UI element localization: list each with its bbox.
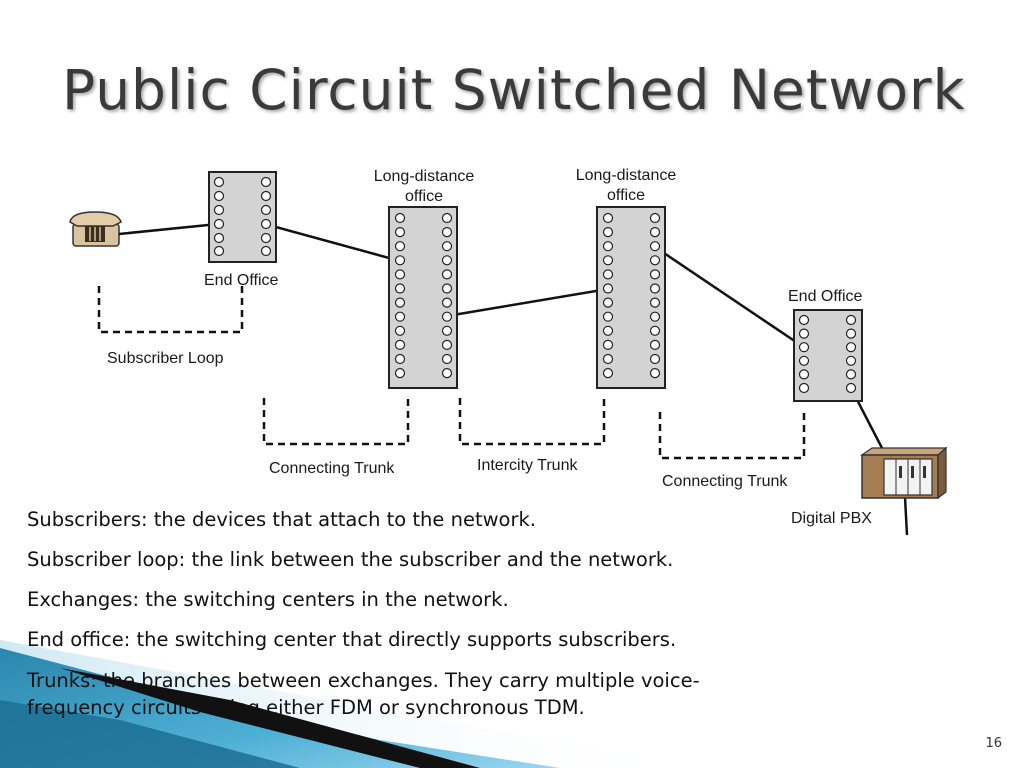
long-distance-office-2-port <box>649 255 661 266</box>
long-distance-office-1-port <box>394 241 406 252</box>
subscriber-loop-label: Subscriber Loop <box>107 350 224 367</box>
long-distance-office-1-port <box>441 212 453 224</box>
long-distance-office-2-label-sub: office <box>607 187 645 204</box>
long-distance-office-2-port <box>649 339 661 350</box>
long-distance-office-2-port <box>602 353 614 365</box>
long-distance-office-2-port <box>649 269 661 280</box>
long-distance-office-2-port <box>649 283 661 294</box>
end-office-right-port <box>798 342 810 353</box>
connecting-trunk-left-label: Connecting Trunk <box>269 460 395 477</box>
long-distance-office-2-port <box>602 311 614 322</box>
long-distance-office-2-port <box>649 227 661 238</box>
bullet-item: Trunks: the branches between exchanges. … <box>27 669 700 719</box>
long-distance-office-2-port <box>602 339 614 350</box>
intercity-trunk-label: Intercity Trunk <box>477 457 578 474</box>
corner-black-stripe <box>60 668 480 768</box>
bullet-item: End office: the switching center that di… <box>27 628 677 651</box>
connecting-trunk-right-label: Connecting Trunk <box>662 473 788 490</box>
long-distance-office-2-port <box>602 368 614 379</box>
end-office-right-port <box>845 355 857 366</box>
long-distance-office-1-label-sub: office <box>405 188 443 205</box>
bullet-list: Subscribers: the devices that attach to … <box>27 507 817 736</box>
long-distance-office-1-port <box>441 339 453 350</box>
end-office-right-port <box>845 342 857 353</box>
intercity-trunk-bracket <box>458 398 606 446</box>
end-office-left-label: End Office <box>204 272 279 289</box>
long-distance-office-1-port <box>441 241 453 252</box>
telephone-icon <box>69 211 122 247</box>
long-distance-office-2-port <box>602 255 614 266</box>
connecting-trunk-right-bracket <box>658 412 806 460</box>
long-distance-office-2-port <box>602 269 614 280</box>
long-distance-office-1-port <box>441 368 453 379</box>
long-distance-office-1-port <box>394 353 406 365</box>
long-distance-office-1-port <box>394 368 406 379</box>
end-office-right-port <box>798 328 810 339</box>
end-office-right-label: End Office <box>788 288 863 305</box>
pbx-cabinet-icon <box>860 446 948 500</box>
long-distance-office-2-port <box>649 353 661 365</box>
long-distance-office-1-port <box>394 269 406 280</box>
corner-dark-band <box>0 700 300 768</box>
long-distance-office-2-port <box>649 325 661 336</box>
end-office-right-port <box>798 355 810 366</box>
end-office-right-port <box>845 328 857 339</box>
long-distance-office-1-port <box>441 311 453 322</box>
end-office-right-port <box>845 382 857 394</box>
long-distance-office-2-port <box>602 212 614 224</box>
connecting-trunk-left-bracket <box>262 398 410 446</box>
long-distance-office-1-port <box>441 255 453 266</box>
long-distance-office-2-port <box>649 297 661 308</box>
subscriber-loop-bracket <box>97 286 244 334</box>
long-distance-office-1-port <box>394 255 406 266</box>
long-distance-office-2-port <box>649 311 661 322</box>
long-distance-office-1-switch <box>388 206 458 389</box>
long-distance-office-1-port <box>394 283 406 294</box>
end-office-right-port <box>798 369 810 380</box>
long-distance-office-1-port <box>441 269 453 280</box>
long-distance-office-2-port <box>649 241 661 252</box>
digital-pbx-label: Digital PBX <box>791 510 872 527</box>
long-distance-office-1-port <box>441 283 453 294</box>
long-distance-office-2-port <box>649 212 661 224</box>
long-distance-office-1-port <box>394 297 406 308</box>
pbx-outgoing-line <box>903 496 909 536</box>
long-distance-office-1-port <box>441 353 453 365</box>
long-distance-office-2-port <box>602 283 614 294</box>
end-office-right-port <box>798 314 810 326</box>
slide-title: Public Circuit Switched Network <box>62 58 966 122</box>
bullet-item: Exchanges: the switching centers in the … <box>27 588 509 611</box>
long-distance-office-1-port <box>394 212 406 224</box>
long-distance-office-1-port <box>441 227 453 238</box>
long-distance-office-1-port <box>394 325 406 336</box>
long-distance-office-1-port <box>394 311 406 322</box>
end-office-right-port <box>845 369 857 380</box>
end-office-right-port <box>845 314 857 326</box>
bullet-item: Subscribers: the devices that attach to … <box>27 508 536 531</box>
long-distance-office-2-port <box>602 241 614 252</box>
bullet-item: Subscriber loop: the link between the su… <box>27 548 674 571</box>
page-number: 16 <box>985 736 1002 751</box>
long-distance-office-2-port <box>602 325 614 336</box>
long-distance-office-2-port <box>602 227 614 238</box>
end-office-right-port <box>798 382 810 394</box>
long-distance-office-2-port <box>602 297 614 308</box>
long-distance-office-1-port <box>394 339 406 350</box>
long-distance-office-2-port <box>649 368 661 379</box>
long-distance-office-1-port <box>394 227 406 238</box>
end-office-right-switch <box>793 309 863 402</box>
end-office-left-switch <box>208 171 277 263</box>
long-distance-office-2-switch <box>596 206 666 389</box>
long-distance-office-2-label: Long-distance <box>576 167 677 184</box>
network-diagram: End Office Long-distance office Long-dis… <box>69 167 948 536</box>
long-distance-office-1-port <box>441 297 453 308</box>
long-distance-office-1-port <box>441 325 453 336</box>
long-distance-office-1-label: Long-distance <box>374 168 475 185</box>
